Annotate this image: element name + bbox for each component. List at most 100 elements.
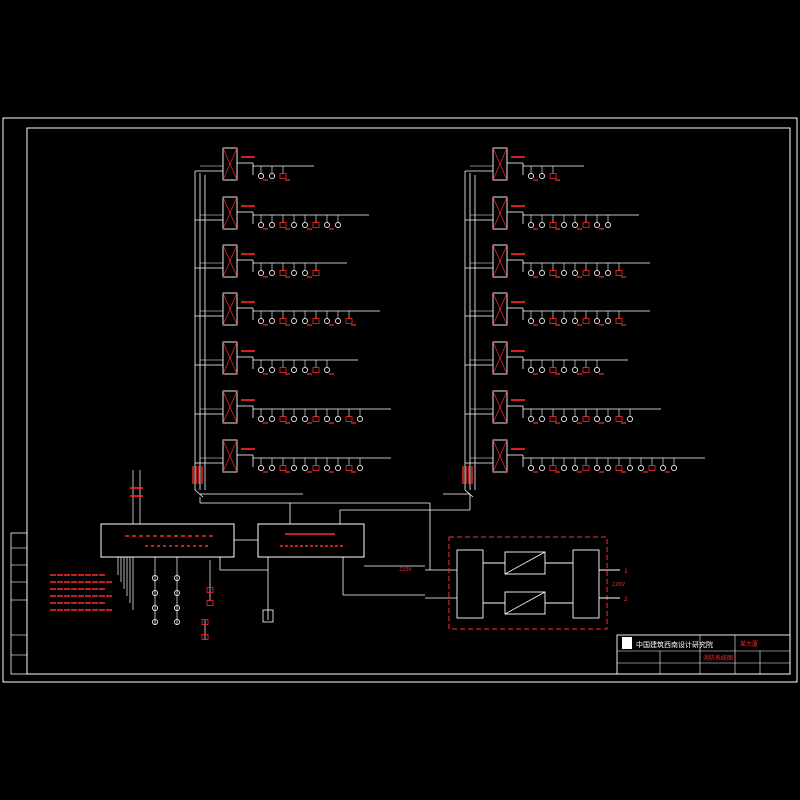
panel-icon bbox=[222, 439, 238, 473]
detector-icon bbox=[594, 269, 601, 276]
module-icon bbox=[582, 465, 590, 471]
detector-icon bbox=[290, 221, 297, 228]
panel-icon bbox=[222, 341, 238, 375]
module-icon bbox=[582, 367, 590, 373]
detector-icon bbox=[257, 172, 264, 179]
detector-icon bbox=[323, 464, 330, 471]
detector-icon bbox=[572, 415, 579, 422]
title-company: 中国建筑西南设计研究院 bbox=[636, 640, 713, 649]
module-icon bbox=[615, 318, 623, 324]
ups-output-volts-label: 220V bbox=[612, 582, 626, 588]
detector-icon bbox=[173, 619, 180, 626]
module-icon bbox=[582, 416, 590, 422]
module-icon bbox=[312, 222, 320, 228]
detector-icon bbox=[539, 366, 546, 373]
module-icon bbox=[206, 600, 214, 606]
linkage-controller bbox=[257, 523, 365, 558]
detector-icon bbox=[539, 317, 546, 324]
module-icon bbox=[312, 367, 320, 373]
detector-icon bbox=[151, 590, 158, 597]
detector-icon bbox=[257, 269, 264, 276]
riser-column bbox=[443, 147, 705, 498]
module-icon bbox=[615, 270, 623, 276]
detector-icon bbox=[605, 269, 612, 276]
module-icon bbox=[312, 270, 320, 276]
module-icon bbox=[549, 222, 557, 228]
outer-frame bbox=[2, 117, 798, 683]
module-icon bbox=[279, 465, 287, 471]
module-icon bbox=[279, 222, 287, 228]
detector-icon bbox=[257, 464, 264, 471]
module-icon bbox=[549, 173, 557, 179]
detector-icon bbox=[268, 464, 275, 471]
detector-icon bbox=[539, 269, 546, 276]
detector-icon bbox=[356, 464, 363, 471]
detector-icon bbox=[334, 464, 341, 471]
panel-icon bbox=[222, 292, 238, 326]
fire-alarm-controller bbox=[100, 523, 235, 558]
ups-inverter-icon bbox=[504, 591, 546, 615]
module-icon bbox=[201, 634, 209, 640]
detector-icon bbox=[257, 221, 264, 228]
detector-icon bbox=[539, 221, 546, 228]
detector-icon bbox=[561, 221, 568, 228]
detector-icon bbox=[594, 317, 601, 324]
module-icon bbox=[549, 416, 557, 422]
module-icon bbox=[549, 367, 557, 373]
detector-icon bbox=[561, 269, 568, 276]
panel-icon bbox=[492, 390, 508, 424]
detector-icon bbox=[268, 172, 275, 179]
detector-icon bbox=[301, 464, 308, 471]
detector-icon bbox=[334, 415, 341, 422]
detector-icon bbox=[561, 415, 568, 422]
detector-icon bbox=[334, 317, 341, 324]
module-icon bbox=[582, 270, 590, 276]
module-icon bbox=[345, 318, 353, 324]
detector-icon bbox=[572, 366, 579, 373]
module-icon bbox=[206, 587, 214, 593]
detector-icon bbox=[301, 415, 308, 422]
detector-icon bbox=[290, 464, 297, 471]
panel-icon bbox=[492, 341, 508, 375]
detector-icon bbox=[572, 317, 579, 324]
detector-icon bbox=[539, 464, 546, 471]
detector-icon bbox=[627, 415, 634, 422]
detector-icon bbox=[290, 269, 297, 276]
detector-icon bbox=[257, 415, 264, 422]
detector-icon bbox=[323, 317, 330, 324]
panel-icon bbox=[492, 147, 508, 181]
title-block: 中国建筑西南设计研究院 某大厦 消防系统图 bbox=[616, 634, 791, 675]
panel-icon bbox=[222, 390, 238, 424]
module-icon bbox=[648, 465, 656, 471]
detector-icon bbox=[671, 464, 678, 471]
panel-icon bbox=[222, 196, 238, 230]
revision-strip bbox=[10, 532, 28, 675]
panel-icon bbox=[222, 244, 238, 278]
module-icon bbox=[312, 465, 320, 471]
detector-icon bbox=[151, 575, 158, 582]
detector-icon bbox=[151, 605, 158, 612]
detector-icon bbox=[290, 317, 297, 324]
title-project: 某大厦 bbox=[740, 640, 758, 648]
detector-icon bbox=[268, 415, 275, 422]
detector-icon bbox=[594, 415, 601, 422]
riser-column bbox=[192, 147, 391, 498]
detector-icon bbox=[334, 221, 341, 228]
detector-icon bbox=[268, 366, 275, 373]
controller-feed-label: 220V bbox=[399, 567, 413, 573]
module-icon bbox=[582, 222, 590, 228]
ups-input-terminal bbox=[456, 549, 484, 619]
detector-icon bbox=[561, 366, 568, 373]
detector-icon bbox=[605, 464, 612, 471]
module-icon bbox=[549, 318, 557, 324]
detector-icon bbox=[173, 605, 180, 612]
detector-icon bbox=[301, 366, 308, 373]
detector-icon bbox=[528, 415, 535, 422]
detector-icon bbox=[173, 575, 180, 582]
detector-icon bbox=[594, 464, 601, 471]
panel-icon bbox=[222, 147, 238, 181]
detector-icon bbox=[561, 317, 568, 324]
module-icon bbox=[549, 270, 557, 276]
detector-icon bbox=[301, 269, 308, 276]
detector-icon bbox=[528, 172, 535, 179]
